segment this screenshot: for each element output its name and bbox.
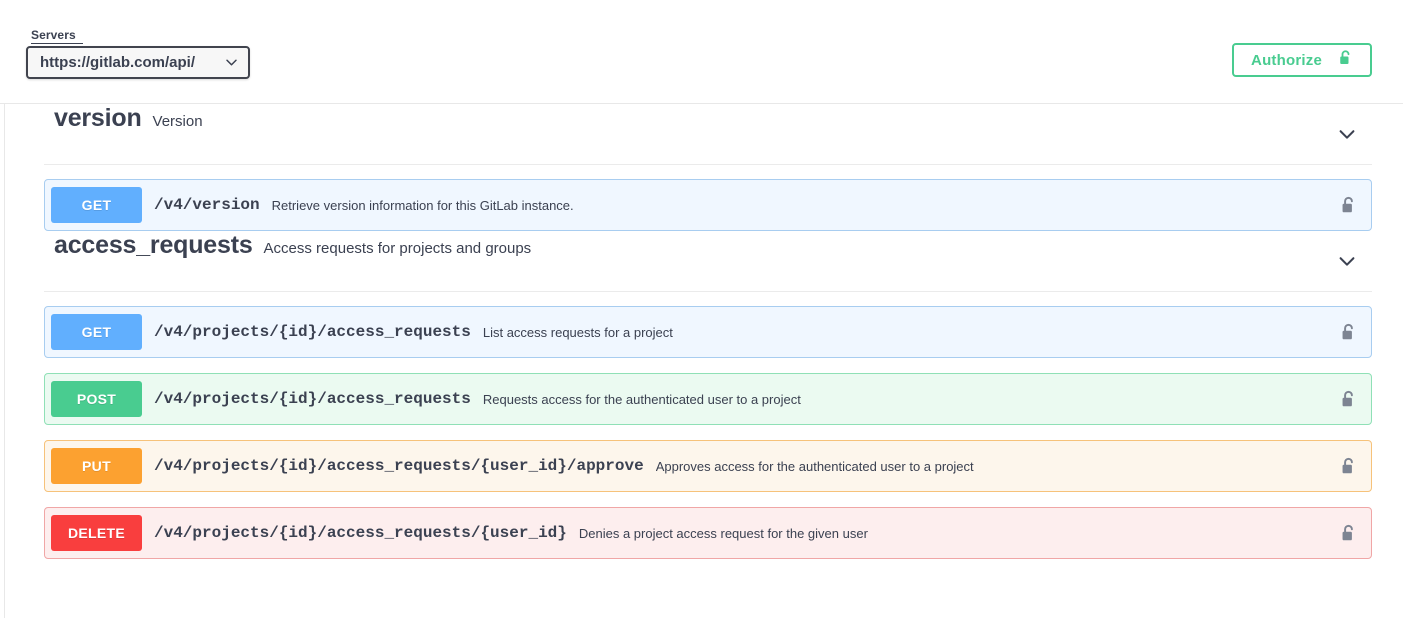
- unlocked-padlock-icon[interactable]: [1340, 523, 1357, 544]
- unlocked-padlock-icon[interactable]: [1340, 322, 1357, 343]
- method-badge: DELETE: [51, 515, 142, 551]
- method-badge: POST: [51, 381, 142, 417]
- unlocked-padlock-icon[interactable]: [1340, 195, 1357, 216]
- method-badge: GET: [51, 187, 142, 223]
- chevron-down-icon[interactable]: [1336, 123, 1358, 145]
- api-sections: version Version GET /v4/version Retrieve…: [0, 104, 1403, 559]
- operation-summary: Approves access for the authenticated us…: [655, 458, 974, 474]
- chevron-down-icon: [224, 55, 239, 70]
- servers-label: Servers: [31, 28, 83, 44]
- section-description: Access requests for projects and groups: [263, 240, 532, 257]
- unlocked-padlock-icon: [1338, 49, 1353, 72]
- operation-summary: Retrieve version information for this Gi…: [271, 197, 574, 213]
- section-version: version Version GET /v4/version Retrieve…: [0, 104, 1403, 231]
- section-title: access_requests: [54, 231, 253, 259]
- operation-row[interactable]: POST /v4/projects/{id}/access_requests R…: [44, 373, 1372, 425]
- section-header-access-requests[interactable]: access_requests Access requests for proj…: [0, 231, 1403, 291]
- section-header-version[interactable]: version Version: [0, 104, 1403, 164]
- server-select[interactable]: https://gitlab.com/api/: [26, 46, 250, 79]
- authorize-button-label: Authorize: [1251, 51, 1322, 69]
- operation-row[interactable]: GET /v4/version Retrieve version informa…: [44, 179, 1372, 231]
- operation-list-version: GET /v4/version Retrieve version informa…: [0, 179, 1403, 231]
- operation-summary: Requests access for the authenticated us…: [482, 391, 801, 407]
- servers-bar: Servers https://gitlab.com/api/ Authoriz…: [0, 0, 1403, 104]
- operation-summary: Denies a project access request for the …: [578, 525, 868, 541]
- operation-path: /v4/projects/{id}/access_requests/{user_…: [154, 524, 567, 542]
- operation-row[interactable]: DELETE /v4/projects/{id}/access_requests…: [44, 507, 1372, 559]
- section-description: Version: [152, 113, 203, 130]
- section-divider: [44, 164, 1372, 165]
- section-access-requests: access_requests Access requests for proj…: [0, 231, 1403, 559]
- operation-row[interactable]: PUT /v4/projects/{id}/access_requests/{u…: [44, 440, 1372, 492]
- method-badge: GET: [51, 314, 142, 350]
- operation-list-access-requests: GET /v4/projects/{id}/access_requests Li…: [0, 306, 1403, 559]
- operation-row[interactable]: GET /v4/projects/{id}/access_requests Li…: [44, 306, 1372, 358]
- operation-path: /v4/projects/{id}/access_requests: [154, 323, 471, 341]
- operation-summary: List access requests for a project: [482, 324, 673, 340]
- server-selector-group: Servers https://gitlab.com/api/: [26, 28, 250, 79]
- operation-path: /v4/version: [154, 196, 260, 214]
- page-left-edge: [4, 0, 5, 618]
- operation-path: /v4/projects/{id}/access_requests/{user_…: [154, 457, 644, 475]
- method-badge: PUT: [51, 448, 142, 484]
- section-title: version: [54, 104, 142, 132]
- unlocked-padlock-icon[interactable]: [1340, 456, 1357, 477]
- server-select-value: https://gitlab.com/api/: [40, 54, 196, 71]
- chevron-down-icon[interactable]: [1336, 250, 1358, 272]
- authorize-button[interactable]: Authorize: [1232, 43, 1372, 77]
- section-divider: [44, 291, 1372, 292]
- operation-path: /v4/projects/{id}/access_requests: [154, 390, 471, 408]
- unlocked-padlock-icon[interactable]: [1340, 389, 1357, 410]
